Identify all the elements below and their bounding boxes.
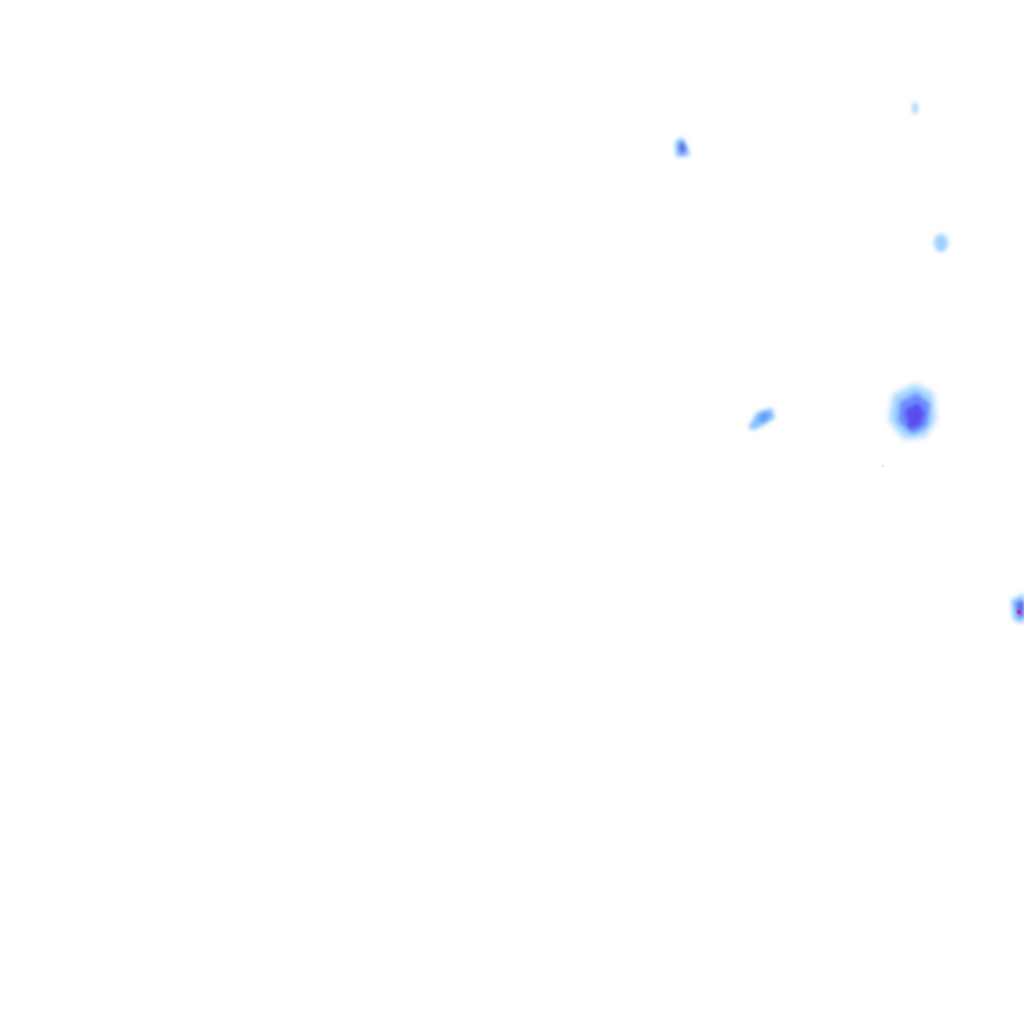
- radar-echo-cell-upper-right: [934, 234, 948, 252]
- radar-echo-cell-small-top-right: [912, 102, 918, 114]
- radar-echo-cell-edge-right: [1011, 593, 1024, 624]
- radar-echo-cell-top-center-right: [675, 137, 690, 157]
- radar-echo-cell-large-right: [878, 384, 936, 468]
- radar-echo-cell-middle-streak: [748, 408, 775, 430]
